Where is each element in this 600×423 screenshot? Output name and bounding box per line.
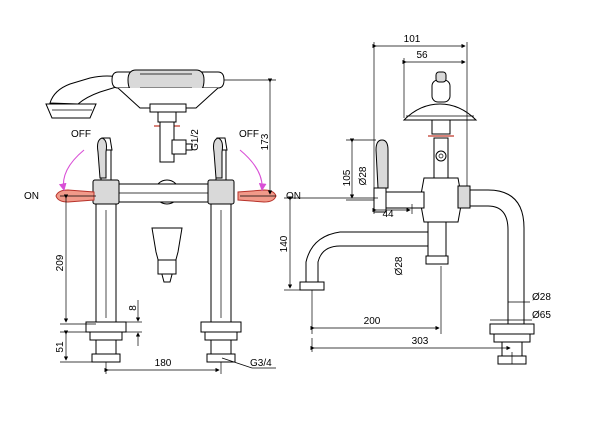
dim-height-handset: 173	[260, 133, 271, 150]
dim-dia28-top: Ø28	[358, 166, 369, 185]
handset	[45, 69, 225, 127]
feed-pipe-side	[469, 189, 535, 365]
label-off-right: OFF	[239, 129, 259, 140]
dim-303: 303	[412, 336, 429, 347]
dim-56: 56	[416, 50, 428, 61]
label-on-left: ON	[24, 191, 39, 202]
dim-209: 209	[55, 254, 66, 271]
dim-dia28-mid: Ø28	[394, 256, 405, 275]
dim-dia28-base: Ø28	[532, 292, 551, 303]
lever-off-left	[97, 137, 107, 179]
dim-dia65: Ø65	[532, 310, 551, 321]
dim-180: 180	[155, 358, 172, 369]
dim-thread-handset: G1/2	[190, 129, 201, 151]
dim-101: 101	[404, 34, 421, 45]
label-off-left: OFF	[71, 129, 91, 140]
left-column	[85, 137, 127, 363]
dim-thread-inlet: G3/4	[250, 358, 272, 369]
lever-off-right	[213, 137, 223, 179]
label-on-right: ON	[286, 191, 301, 202]
handset-side	[402, 71, 478, 137]
side-view: 101 56 105 Ø28 44 140 Ø28 200 Ø28	[279, 34, 551, 365]
swing-arc-left	[58, 149, 85, 192]
dim-140: 140	[279, 235, 290, 252]
dim-105: 105	[342, 169, 353, 186]
dim-51: 51	[55, 341, 66, 353]
dim-44: 44	[382, 209, 394, 220]
dim-8: 8	[128, 305, 139, 311]
swing-arc-right	[239, 149, 267, 192]
dim-200: 200	[364, 316, 381, 327]
front-view: OFF OFF ON ON 173 G1/2 209 8 51 180	[24, 69, 301, 374]
spout-side	[299, 231, 429, 291]
riser-side	[373, 137, 471, 265]
